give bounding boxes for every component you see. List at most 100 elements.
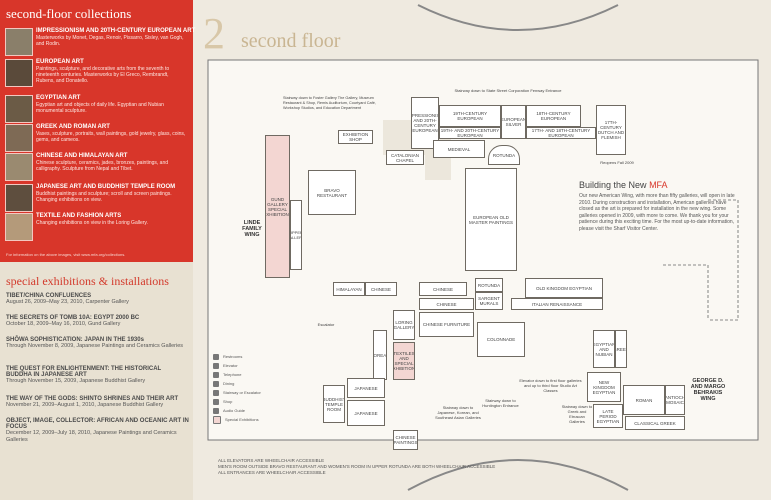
room-old-master-paintings: EUROPEAN OLD MASTER PAINTINGS (465, 168, 517, 271)
room-late-period-egyptian: LATE PERIOD EGYPTIAN (593, 404, 623, 428)
collection-item[interactable]: JAPANESE ART AND BUDDHIST TEMPLE ROOM Bu… (5, 184, 191, 212)
exhibition-item: TIBET/CHINA CONFLUENCES August 26, 2009–… (6, 293, 191, 306)
room-egyptian-nubian: EGYPTIAN AND NUBIAN (593, 330, 615, 368)
legend-label: Dining (223, 381, 235, 386)
floor-title: second floor (241, 30, 341, 52)
collection-description: Changing exhibitions on view in the Lori… (36, 220, 148, 226)
legend-label: Elevator (223, 363, 238, 368)
legend-label: Stairway or Escalator (223, 390, 261, 395)
collections-title: second-floor collections (6, 6, 132, 21)
room-19th-20th-century: 19TH- AND 20TH-CENTURY EUROPEAN (439, 127, 501, 139)
collection-description: Masterworks by Monet, Degas, Renoir, Pis… (36, 35, 184, 47)
collection-thumbnail (5, 95, 33, 123)
exhibition-item: THE QUEST FOR ENLIGHTENMENT: THE HISTORI… (6, 366, 191, 385)
collection-thumbnail (5, 213, 33, 241)
room-catalonian-chapel: CATALONIAN CHAPEL (386, 150, 424, 165)
exhibition-title: THE QUEST FOR ENLIGHTENMENT: THE HISTORI… (6, 366, 162, 378)
stair-korean-note: Stairway down to Japanese, Korean, and S… (435, 405, 481, 420)
legend-item: Dining (213, 379, 261, 388)
access-line: ALL ELEVATORS ARE WHEELCHAIR ACCESSIBLE (218, 458, 325, 463)
room-rotunda: ROTUNDA (475, 278, 503, 292)
exhibition-title: THE WAY OF THE GODS: SHINTO SHRINES AND … (6, 396, 179, 402)
collection-title: IMPRESSIONISM AND 20TH-CENTURY EUROPEAN … (36, 28, 196, 34)
restroom-icon (213, 353, 219, 360)
exhibition-dates: August 26, 2009–May 23, 2010, Carpenter … (6, 299, 129, 305)
legend-item: Stairway or Escalator (213, 388, 261, 397)
room-chinese-furniture: CHINESE FURNITURE (419, 312, 474, 337)
building-new-title: Building the New MFA (579, 180, 668, 190)
room-sargent-murals: SARGENT MURALS (475, 292, 503, 310)
legend-item: Restrooms (213, 352, 261, 361)
room-classical-greek: CLASSICAL GREEK (625, 416, 685, 430)
info-note: For information on the above images, vis… (6, 252, 126, 257)
room-chinese-3: CHINESE (419, 298, 474, 310)
exhibition-title: THE SECRETS OF TOMB 10A: EGYPT 2000 BC (6, 315, 140, 321)
legend-item: Audio Guide (213, 406, 261, 415)
collection-item[interactable]: EGYPTIAN ART Egyptian art and objects of… (5, 95, 191, 123)
telephone-icon (213, 371, 219, 378)
collection-item[interactable]: TEXTILE AND FASHION ARTS Changing exhibi… (5, 213, 191, 241)
shop-icon (213, 398, 219, 405)
floor-map: 2 second floor IMPRESSIONISM AND 20TH-CE… (193, 0, 771, 500)
room-old-kingdom-egyptian: OLD KINGDOM EGYPTIAN (525, 278, 603, 298)
linde-wing-label: LINDE FAMILY WING (242, 220, 262, 238)
exhibition-item: THE SECRETS OF TOMB 10A: EGYPT 2000 BC O… (6, 315, 191, 328)
room-medieval: MEDIEVAL (433, 140, 485, 158)
collection-title: EUROPEAN ART (36, 59, 84, 65)
collection-title: EGYPTIAN ART (36, 95, 81, 101)
foster-note: Stairway down to Foster Gallery The Gall… (283, 96, 376, 110)
top-arc (417, 4, 619, 31)
legend-item: Shop (213, 397, 261, 406)
room-chinese-2: CHINESE (419, 282, 467, 296)
special-exhibitions-panel: special exhibitions & installations TIBE… (0, 262, 193, 500)
room-upper-rotunda: ROTUNDA (488, 145, 520, 165)
exhibition-item: OBJECT, IMAGE, COLLECTOR: AFRICAN AND OC… (6, 418, 191, 444)
elevator-note: Elevator down to first floor galleries a… (519, 378, 582, 393)
exhibition-dates: Through November 8, 2009, Japanese Paint… (6, 343, 184, 349)
building-new-title-accent: MFA (649, 180, 668, 190)
collection-description: Buddhist paintings and sculpture; scroll… (36, 191, 172, 203)
exhibition-title: OBJECT, IMAGE, COLLECTOR: AFRICAN AND OC… (6, 418, 189, 430)
legend-item: Special Exhibitions (213, 415, 261, 424)
exhibition-dates: Through November 15, 2009, Japanese Budd… (6, 378, 146, 384)
collection-thumbnail (5, 124, 33, 152)
collection-thumbnail (5, 28, 33, 56)
room-chinese-paintings: CHINESE PAINTINGS (393, 430, 418, 450)
collection-item[interactable]: GREEK AND ROMAN ART Vases, sculpture, po… (5, 124, 191, 152)
collection-item[interactable]: CHINESE AND HIMALAYAN ART Chinese sculpt… (5, 153, 191, 181)
room-roman: ROMAN (623, 385, 665, 415)
collection-description: Paintings, sculpture, and decorative art… (36, 66, 170, 84)
elevator-icon (213, 362, 219, 369)
room-italian-renaissance: ITALIAN RENAISSANCE (511, 298, 603, 310)
room-17th-18th-century: 17TH- AND 18TH-CENTURY EUROPEAN (526, 127, 596, 139)
exhibition-dates: October 18, 2009–May 16, 2010, Gund Gall… (6, 321, 121, 327)
room-18th-century: 18TH-CENTURY EUROPEAN (526, 105, 581, 127)
room-upper-galleria: UPPER GALLERIA (290, 200, 302, 270)
room-new-kingdom-egyptian: NEW KINGDOM EGYPTIAN (587, 372, 621, 402)
room-chinese-1: CHINESE (365, 282, 397, 296)
exhibition-item: SHŌWA SOPHISTICATION: JAPAN IN THE 1930s… (6, 337, 191, 350)
collection-item[interactable]: EUROPEAN ART Paintings, sculpture, and d… (5, 59, 191, 87)
accessibility-note: ALL ELEVATORS ARE WHEELCHAIR ACCESSIBLE … (218, 458, 518, 476)
exhibition-dates: November 21, 2009–August 1, 2010, Japane… (6, 402, 164, 408)
collection-title: GREEK AND ROMAN ART (36, 124, 110, 130)
collection-item[interactable]: IMPRESSIONISM AND 20TH-CENTURY EUROPEAN … (5, 28, 195, 56)
legend-label: Shop (223, 399, 233, 404)
room-greek: GREEK (615, 330, 627, 368)
sidebar: second-floor collections IMPRESSIONISM A… (0, 0, 195, 500)
building-new-title-pre: Building the New (579, 180, 647, 190)
legend-label: Audio Guide (223, 408, 246, 413)
collection-thumbnail (5, 153, 33, 181)
room-korean: KOREAN (373, 330, 387, 380)
room-colonnade: COLONNADE (477, 322, 525, 357)
collection-description: Egyptian art and objects of daily life. … (36, 102, 164, 114)
dashed-connector (708, 199, 739, 321)
stairway-icon (213, 389, 219, 396)
collection-title: CHINESE AND HIMALAYAN ART (36, 153, 128, 159)
collection-title: TEXTILE AND FASHION ARTS (36, 213, 122, 219)
room-japanese-2: JAPANESE (347, 378, 385, 398)
collection-thumbnail (5, 184, 33, 212)
stair-greek-note: Stairway down to Greek and Etruscan Gall… (561, 404, 593, 424)
